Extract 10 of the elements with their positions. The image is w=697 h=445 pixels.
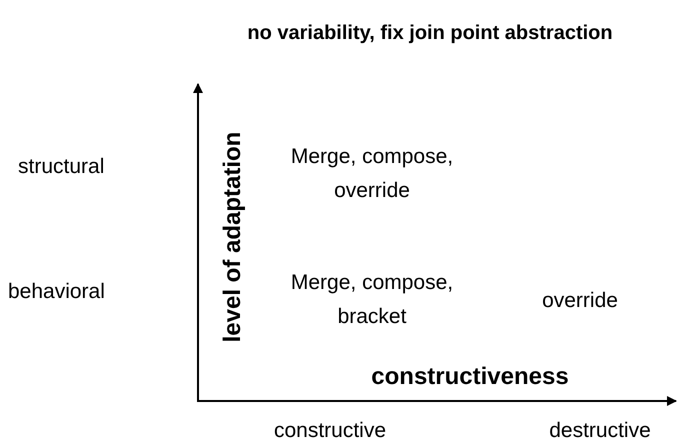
row-label: behavioral (8, 279, 106, 305)
diagram-title: no variability, fix join point abstraction (246, 21, 614, 46)
column-label: destructive (548, 418, 652, 444)
cell-text: override (541, 288, 619, 314)
cell-text: Merge, compose, bracket (290, 270, 454, 330)
column-label: constructive (272, 418, 388, 444)
axis-title: constructiveness (370, 362, 570, 392)
axis-title: level of adaptation (218, 130, 247, 344)
cell-text: Merge, compose, override (290, 144, 454, 204)
row-label: structural (18, 154, 106, 180)
